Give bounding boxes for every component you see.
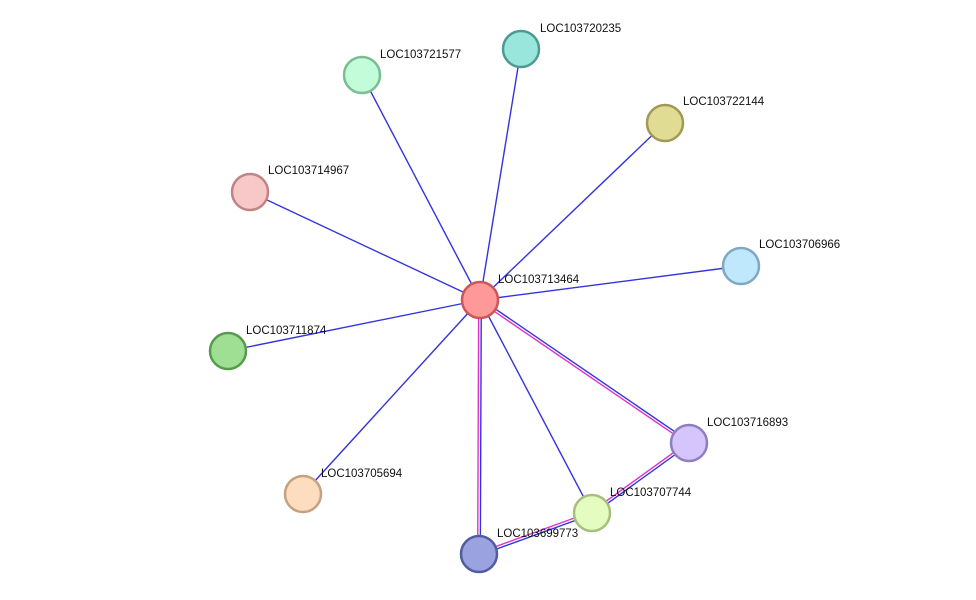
node-LOC103713464[interactable]: [460, 280, 500, 320]
node-LOC103722144[interactable]: [645, 103, 685, 143]
edge-LOC103707744-LOC103699773-0: [479, 513, 593, 556]
edge-LOC103707744-LOC103699773-1: [478, 511, 592, 554]
edge-LOC103713464-LOC103707744-0: [479, 299, 593, 514]
node-LOC103720235[interactable]: [501, 29, 541, 69]
edge-LOC103713464-LOC103711874-0: [227, 299, 481, 352]
nodes-layer: [208, 29, 761, 574]
node-label-LOC103713464: LOC103713464: [498, 274, 580, 286]
node-LOC103711874[interactable]: [208, 331, 248, 371]
node-label-LOC103721577: LOC103721577: [380, 49, 461, 61]
node-label-LOC103707744: LOC103707744: [610, 487, 692, 499]
edge-LOC103713464-LOC103705694-0: [302, 299, 481, 495]
edge-LOC103713464-LOC103721577-0: [361, 74, 481, 301]
node-label-LOC103705694: LOC103705694: [321, 468, 403, 480]
node-LOC103705694[interactable]: [283, 474, 323, 514]
node-LOC103716893[interactable]: [669, 423, 709, 463]
node-label-LOC103699773: LOC103699773: [497, 528, 578, 540]
labels-layer: LOC103713464 LOC103720235LOC103721577LOC1…: [246, 23, 840, 540]
edge-LOC103716893-LOC103707744-0: [592, 443, 691, 515]
edge-LOC103713464-LOC103699773-1: [477, 299, 480, 554]
node-label-LOC103714967: LOC103714967: [268, 165, 349, 177]
node-LOC103714967[interactable]: [230, 172, 270, 212]
node-label-LOC103722144: LOC103722144: [683, 96, 765, 108]
node-LOC103721577[interactable]: [342, 55, 382, 95]
node-label-LOC103706966: LOC103706966: [759, 239, 840, 251]
edge-LOC103713464-LOC103716893-0: [480, 298, 691, 443]
edge-LOC103713464-LOC103720235-0: [479, 48, 522, 301]
edge-LOC103713464-LOC103714967-0: [249, 191, 481, 301]
node-label-LOC103716893: LOC103716893: [707, 417, 788, 429]
node-LOC103706966[interactable]: [721, 246, 761, 286]
edge-LOC103713464-LOC103699773-0: [479, 300, 482, 555]
node-label-LOC103711874: LOC103711874: [246, 325, 327, 337]
edge-LOC103713464-LOC103716893-1: [478, 300, 689, 445]
edges-layer: [227, 48, 742, 556]
edge-LOC103713464-LOC103722144-0: [479, 122, 666, 301]
node-LOC103699773[interactable]: [459, 534, 499, 574]
edge-LOC103713464-LOC103706966-0: [479, 265, 742, 301]
node-label-LOC103720235: LOC103720235: [540, 23, 621, 35]
edge-LOC103716893-LOC103707744-1: [590, 441, 689, 513]
node-LOC103707744[interactable]: [572, 493, 612, 533]
